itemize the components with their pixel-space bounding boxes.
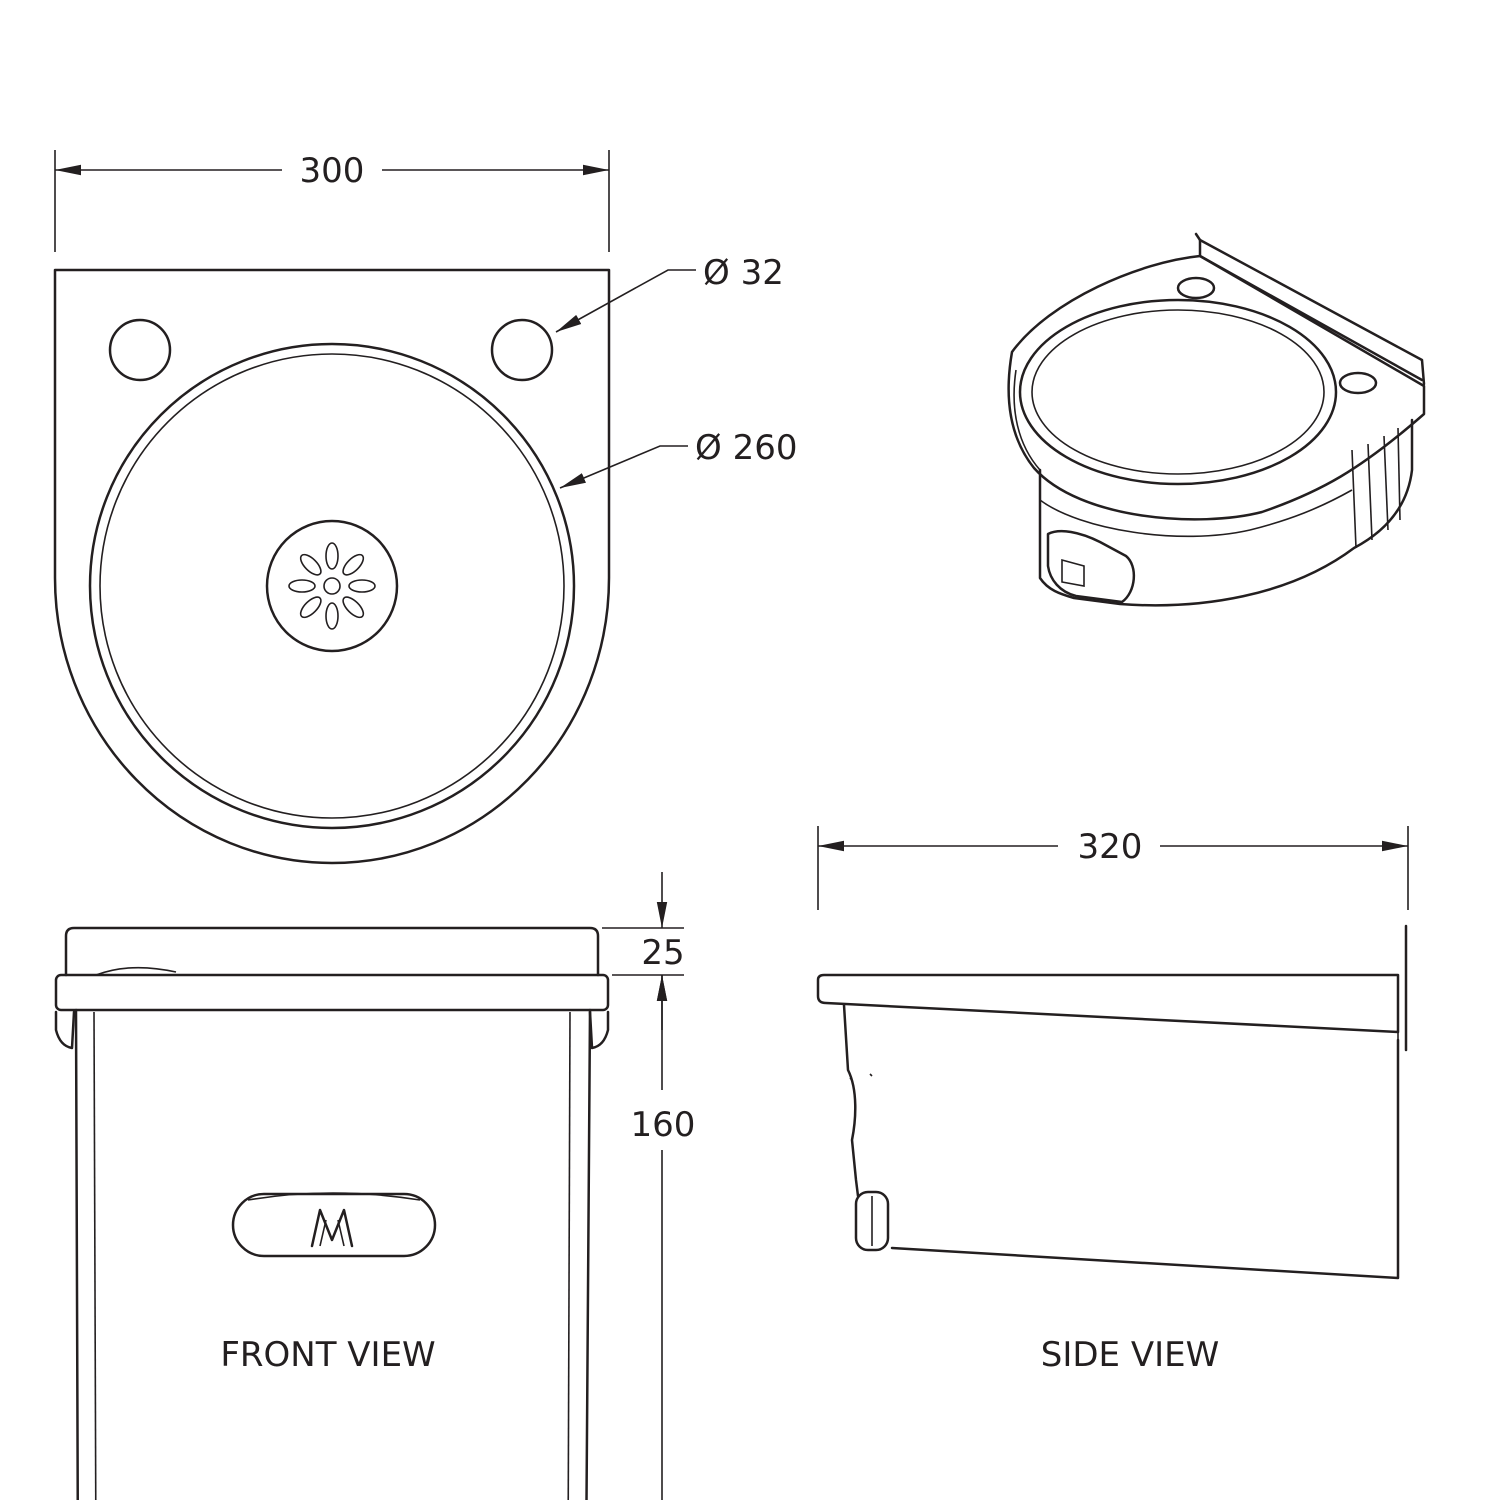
bowl-inner [99,353,565,819]
front-view-label: FRONT VIEW [220,1335,435,1375]
bowl-diameter-label: Ø 260 [695,428,797,468]
top-view: 300 Ø 32 [53,150,797,865]
front-view: 25 160 FRONT VIEW [54,872,696,1500]
bowl-diameter-callout: Ø 260 [559,428,797,489]
hole-diameter-callout: Ø 32 [555,253,784,333]
bowl-outer [88,342,576,830]
rim-height-label: 25 [641,933,684,973]
depth-dimension: 320 [817,826,1409,910]
side-view-label: SIDE VIEW [1041,1335,1219,1375]
drain [265,519,399,653]
width-dimension: 300 [54,150,610,252]
hole-diameter-label: Ø 32 [703,253,784,293]
rim-height-dimension: 25 [602,872,685,1030]
width-dimension-label: 300 [300,151,365,191]
body-height-label: 160 [631,1105,696,1145]
isometric-view [1007,232,1426,607]
tap-hole-left [108,318,172,382]
basin-outline [53,268,611,865]
brand-logo [310,1208,354,1248]
depth-dimension-label: 320 [1078,827,1143,867]
tap-hole-right [490,318,554,382]
side-view: 320 SIDE VIEW [816,826,1409,1375]
body-height-dimension: 160 [631,975,696,1500]
